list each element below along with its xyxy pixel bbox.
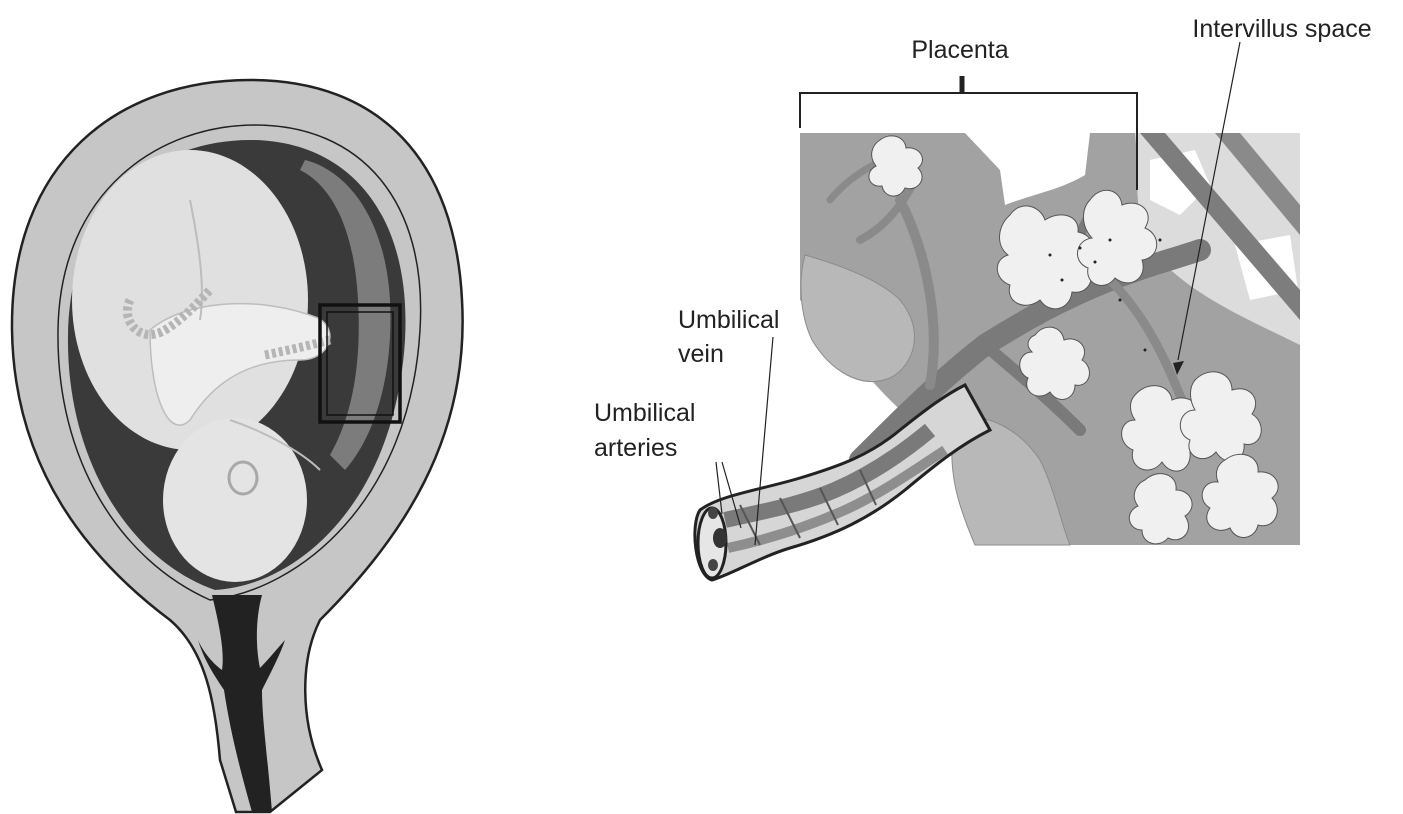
label-umbilical-vein-line2: vein xyxy=(678,340,724,368)
umbilical-cord xyxy=(695,385,990,580)
label-umbilical-arteries-line2: arteries xyxy=(594,434,677,462)
label-intervillus-space: Intervillus space xyxy=(1192,15,1371,43)
label-umbilical-arteries-line1: Umbilical xyxy=(594,399,695,427)
label-umbilical-vein-line1: Umbilical xyxy=(678,306,779,334)
label-placenta: Placenta xyxy=(911,36,1008,64)
uterus-illustration xyxy=(12,80,463,812)
placenta-detail xyxy=(695,42,1300,580)
